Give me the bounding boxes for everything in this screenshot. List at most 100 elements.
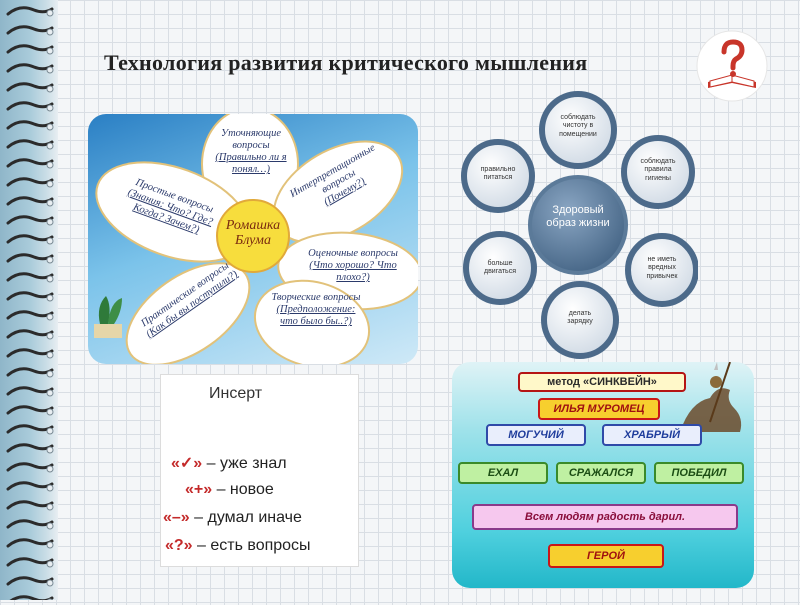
spiral-ring-icon	[6, 386, 54, 396]
spiral-ring-icon	[6, 576, 54, 586]
spiral-ring-icon	[6, 329, 54, 339]
petal-evaluative-hint: (Что хорошо? Что плохо?)	[309, 260, 397, 284]
sinkwein-adjective: МОГУЧИЙ	[486, 424, 586, 446]
spiral-ring-icon	[6, 272, 54, 282]
sinkwein-phrase: Всем людям радость дарил.	[472, 504, 738, 530]
petal-clarifying-hint: (Правильно ли я понял…)	[215, 152, 287, 176]
insert-mark: «+»	[185, 481, 213, 498]
chamomile-center	[216, 199, 290, 273]
zozh-circles	[461, 91, 699, 359]
petal-creative	[253, 279, 371, 364]
insert-row: «✓» – уже знал	[171, 453, 287, 473]
sinkwein-adjective: ХРАБРЫЙ	[602, 424, 702, 446]
petal-creative-title: Творческие вопросы	[271, 292, 361, 303]
spiral-hole	[46, 85, 54, 93]
spiral-hole	[46, 446, 54, 454]
spiral-ring-icon	[6, 196, 54, 206]
healthy-lifestyle-diagram: Здоровый образ жизни соблюдать чистоту в…	[458, 90, 699, 360]
notebook-spine	[0, 0, 58, 605]
zozh-item-top: соблюдать чистоту в помещении	[559, 114, 597, 138]
spiral-ring-icon	[6, 291, 54, 301]
insert-mark: «?»	[165, 537, 193, 554]
zozh-center-label: Здоровый образ жизни	[546, 204, 610, 229]
knight-icon	[680, 362, 742, 432]
spiral-hole	[46, 465, 54, 473]
spiral-hole	[46, 66, 54, 74]
chamomile-petals	[94, 114, 418, 364]
spiral-hole	[46, 9, 54, 17]
zozh-item-left: больше двигаться	[484, 260, 516, 276]
spiral-hole	[46, 370, 54, 378]
insert-text: – есть вопросы	[192, 537, 311, 554]
petal-clarifying-text: Уточняющие вопросы (Правильно ли я понял…	[206, 128, 296, 176]
insert-mark: «–»	[163, 509, 190, 526]
sinkwein-noun: ИЛЬЯ МУРОМЕЦ	[538, 398, 660, 420]
sinkwein-title: метод «СИНКВЕЙН»	[518, 372, 686, 392]
insert-mark: «✓»	[171, 455, 203, 472]
spiral-ring-icon	[6, 253, 54, 263]
petal-clarifying-title: Уточняющие вопросы	[221, 128, 281, 152]
spiral-hole	[46, 389, 54, 397]
insert-legend: Инсерт «✓» – уже знал «+» – новое «–» – …	[160, 374, 359, 567]
spiral-hole	[46, 275, 54, 283]
zozh-circle-right	[625, 233, 699, 307]
zozh-item-top-left: правильно питаться	[480, 166, 516, 182]
bloom-chamomile: Ромашка Блума Уточняющие вопросы (Правил…	[88, 114, 418, 364]
spiral-hole	[46, 484, 54, 492]
insert-text: – думал иначе	[189, 509, 302, 526]
spiral-hole	[46, 294, 54, 302]
zozh-center-circle	[528, 175, 628, 275]
spiral-hole	[46, 47, 54, 55]
spiral-ring-icon	[6, 44, 54, 54]
insert-text: – новое	[212, 481, 274, 498]
insert-row: «?» – есть вопросы	[165, 537, 311, 555]
spiral-binding	[6, 6, 54, 605]
zozh-circle-top	[539, 91, 617, 169]
spiral-hole	[46, 579, 54, 587]
spiral-hole	[46, 503, 54, 511]
zozh-circle-top-left	[461, 139, 535, 213]
spiral-ring-icon	[6, 177, 54, 187]
insert-text: – уже знал	[202, 455, 287, 472]
spiral-hole	[46, 142, 54, 150]
zozh-circle-left	[463, 231, 537, 305]
insert-row: «+» – новое	[185, 481, 274, 499]
spiral-ring-icon	[6, 215, 54, 225]
spiral-ring-icon	[6, 538, 54, 548]
sinkwein-synonym: ГЕРОЙ	[548, 544, 664, 568]
spiral-ring-icon	[6, 519, 54, 529]
sinkwein-card: метод «СИНКВЕЙН» ИЛЬЯ МУРОМЕЦ МОГУЧИЙ ХР…	[452, 362, 754, 588]
spiral-ring-icon	[6, 424, 54, 434]
spiral-ring-icon	[6, 310, 54, 320]
zozh-circle-bottom	[541, 281, 619, 359]
spiral-hole	[46, 541, 54, 549]
spiral-hole	[46, 199, 54, 207]
spiral-hole	[46, 313, 54, 321]
spiral-ring-icon	[6, 120, 54, 130]
zozh-item-bottom: делать зарядку	[567, 310, 593, 326]
spiral-ring-icon	[6, 500, 54, 510]
spiral-ring-icon	[6, 63, 54, 73]
spiral-ring-icon	[6, 101, 54, 111]
spiral-hole	[46, 522, 54, 530]
spiral-ring-icon	[6, 25, 54, 35]
zozh-circle-top-right	[621, 135, 695, 209]
petal-evaluative-text: Оценочные вопросы (Что хорошо? Что плохо…	[298, 248, 408, 284]
petal-creative-hint: (Предположение: что было бы..?)	[276, 304, 356, 328]
zozh-item-top-right: соблюдать правила гигиены	[640, 158, 676, 182]
spiral-hole	[46, 123, 54, 131]
spiral-hole	[46, 427, 54, 435]
insert-title: Инсерт	[209, 385, 263, 402]
spiral-hole	[46, 408, 54, 416]
petal-creative-text: Творческие вопросы (Предположение: что б…	[268, 292, 364, 328]
spiral-ring-icon	[6, 443, 54, 453]
spiral-ring-icon	[6, 158, 54, 168]
spiral-hole	[46, 351, 54, 359]
spiral-hole	[46, 218, 54, 226]
spiral-hole	[46, 28, 54, 36]
question-book-icon	[696, 30, 768, 102]
spiral-hole	[46, 161, 54, 169]
spiral-ring-icon	[6, 82, 54, 92]
sinkwein-verb: ПОБЕДИЛ	[654, 462, 744, 484]
spiral-hole	[46, 560, 54, 568]
